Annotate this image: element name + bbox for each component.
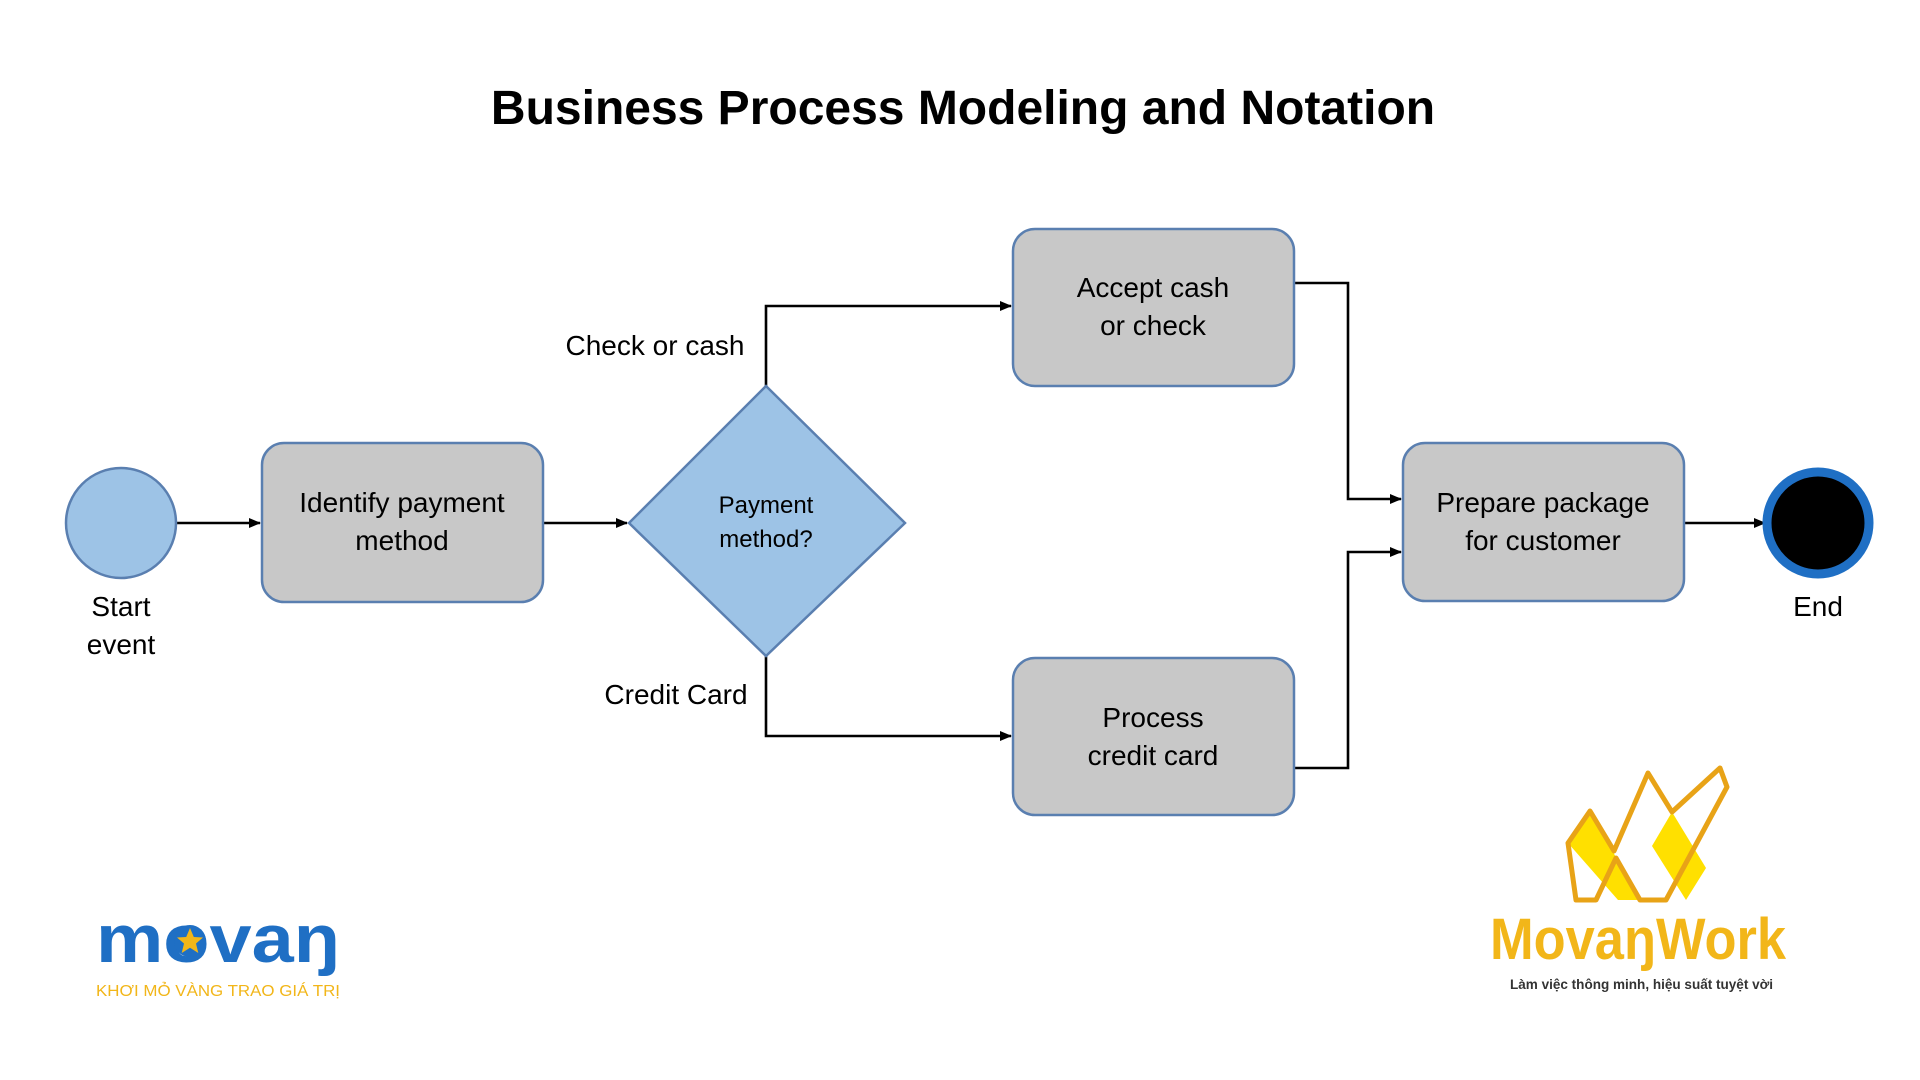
task-accept-line2: or check <box>1100 310 1207 341</box>
w-logo-icon <box>1565 765 1730 903</box>
task-process-line1: Process <box>1102 702 1203 733</box>
task-process-credit-card[interactable]: Process credit card <box>1011 656 1296 817</box>
gateway-payment-method[interactable]: Payment method? <box>627 384 907 658</box>
task-identify-line2: method <box>355 525 448 556</box>
task-accept-cash-or-check[interactable]: Accept cash or check <box>1011 227 1296 388</box>
end-event[interactable] <box>1762 467 1874 579</box>
task-identify-line1: Identify payment <box>299 487 505 518</box>
movanwork-logo-text: MovaŋWork <box>1490 907 1787 972</box>
edge-gateway-to-accept <box>764 301 1012 386</box>
end-event-label: End <box>1793 591 1843 622</box>
edge-label-check-or-cash: Check or cash <box>566 330 745 361</box>
edge-accept-to-prepare <box>1294 281 1402 504</box>
page-title: Business Process Modeling and Notation <box>491 82 1435 135</box>
task-accept-line1: Accept cash <box>1077 272 1230 303</box>
movan-tagline: KHƠI MỎ VÀNG TRAO GIÁ TRỊ <box>96 981 340 1000</box>
edge-gateway-to-process <box>764 654 1012 741</box>
start-event-label-line1: Start <box>91 591 150 622</box>
movan-logo: movaŋ KHƠI MỎ VÀNG TRAO GIÁ TRỊ <box>96 901 340 1000</box>
gateway-line1: Payment <box>719 492 814 519</box>
task-prepare-line2: for customer <box>1465 525 1621 556</box>
movanwork-tagline: Làm việc thông minh, hiệu suất tuyệt vời <box>1510 976 1773 992</box>
start-event[interactable] <box>64 466 178 580</box>
task-prepare-line1: Prepare package <box>1436 487 1649 518</box>
gateway-line2: method? <box>719 526 812 553</box>
task-prepare-package[interactable]: Prepare package for customer <box>1401 441 1686 603</box>
start-event-circle <box>64 466 178 580</box>
edge-process-to-prepare <box>1294 547 1402 770</box>
task-identify-payment-method[interactable]: Identify payment method <box>260 441 545 604</box>
start-event-label-line2: event <box>87 629 156 660</box>
task-process-line2: credit card <box>1088 740 1219 771</box>
star-icon <box>174 925 206 957</box>
movanwork-logo: MovaŋWork Làm việc thông minh, hiệu suất… <box>1490 765 1787 992</box>
edge-label-credit-card: Credit Card <box>604 679 747 710</box>
movan-logo-text: movaŋ <box>96 901 340 977</box>
